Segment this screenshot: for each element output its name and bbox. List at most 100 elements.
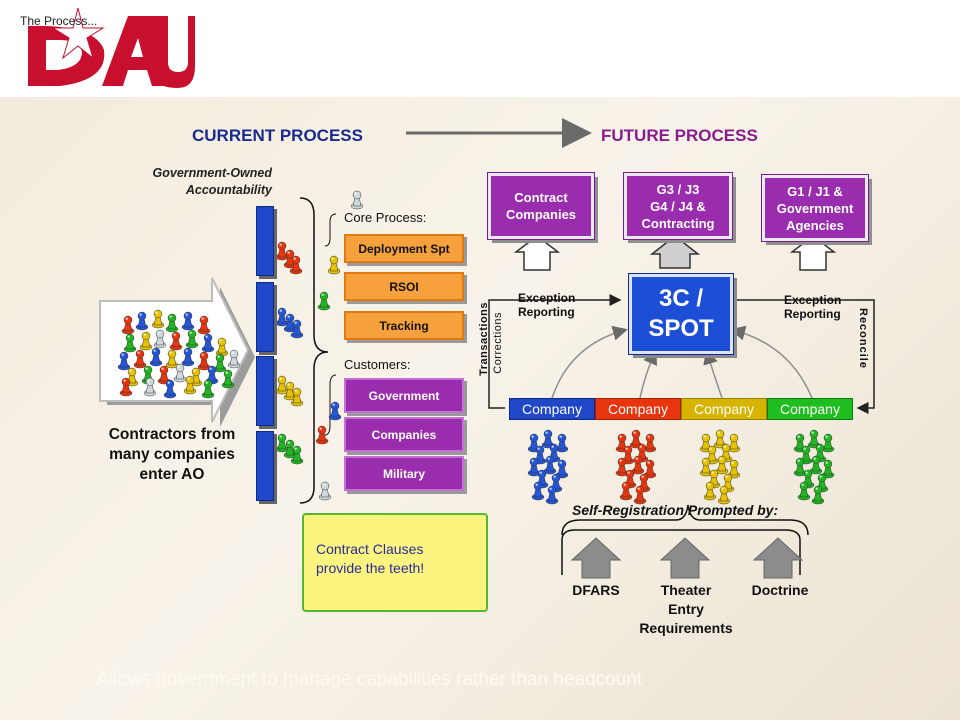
box2-line1: G3 / J3 xyxy=(656,181,700,197)
pawn xyxy=(555,433,569,453)
pawn xyxy=(139,331,153,351)
contractors-line2: many companies xyxy=(109,446,235,463)
driver-doctrine: Doctrine xyxy=(738,581,822,600)
contract-clauses-text: Contract Clauses provide the teeth! xyxy=(316,540,424,578)
box3-line3: Agencies xyxy=(786,217,844,233)
company-box-blue: Company xyxy=(509,398,595,420)
pawn xyxy=(165,313,179,333)
pawn xyxy=(631,455,645,475)
customer-item-companies: Companies xyxy=(344,417,464,452)
pawn xyxy=(715,455,729,475)
pawn xyxy=(169,331,183,351)
pawn xyxy=(619,481,633,501)
exception-left-line1: Exception xyxy=(518,291,576,305)
core-process-label: Core Process: xyxy=(344,210,427,225)
pawn xyxy=(821,433,835,453)
slide-label: The Process... xyxy=(20,14,98,28)
pawn xyxy=(221,369,235,389)
accountability-bar-1 xyxy=(256,206,274,276)
pawn xyxy=(727,433,741,453)
pawn xyxy=(117,351,131,371)
left-brace xyxy=(299,197,329,504)
pawn xyxy=(350,190,364,210)
company-box-green: Company xyxy=(767,398,853,420)
box3-line1: G1 / J1 & xyxy=(787,183,843,199)
contractors-line1: Contractors from xyxy=(108,426,236,443)
pawn xyxy=(643,433,657,453)
pawn xyxy=(283,439,297,459)
core-item-deployment: Deployment Spt xyxy=(344,234,464,263)
company-box-yellow: Company xyxy=(681,398,767,420)
pawn xyxy=(173,363,187,383)
driver-dfars-line1: DFARS xyxy=(572,582,620,598)
driver-doctrine-line1: Doctrine xyxy=(751,582,809,598)
exception-right-line2: Reporting xyxy=(784,307,841,321)
pawn xyxy=(543,455,557,475)
pawn xyxy=(290,445,304,465)
pawn xyxy=(119,377,133,397)
reconcile-loop xyxy=(733,299,875,414)
future-process-title: FUTURE PROCESS xyxy=(601,126,758,145)
pawn xyxy=(633,485,647,505)
pawn xyxy=(699,457,713,477)
pawn xyxy=(797,481,811,501)
gov-owned-line2: Accountability xyxy=(185,183,272,197)
core-item-rsoi: RSOI xyxy=(344,272,464,301)
pawn xyxy=(275,433,289,453)
exception-left-line2: Reporting xyxy=(518,305,575,319)
pawn xyxy=(727,459,741,479)
pawn xyxy=(197,315,211,335)
pawn xyxy=(201,379,215,399)
pawn xyxy=(121,315,135,335)
box2-line3: Contracting xyxy=(641,215,715,231)
pawn xyxy=(703,481,717,501)
driver-dfars: DFARS xyxy=(552,581,640,600)
up-arrow-left xyxy=(513,235,561,271)
pawn xyxy=(183,375,197,395)
pawn xyxy=(318,481,332,501)
pawn xyxy=(151,309,165,329)
pawn xyxy=(201,333,215,353)
customers-brace xyxy=(324,374,337,436)
pawn xyxy=(793,457,807,477)
customer-item-military: Military xyxy=(344,456,464,491)
game-pieces xyxy=(117,190,835,505)
pawn xyxy=(811,485,825,505)
pawn xyxy=(290,319,304,339)
exception-right-line1: Exception xyxy=(784,293,842,307)
customer-item-government: Government xyxy=(344,378,464,413)
pawn xyxy=(227,349,241,369)
pawn xyxy=(793,433,807,453)
pawn xyxy=(149,347,163,367)
footer-statement: Allows government to manage capabilities… xyxy=(96,669,643,690)
exception-reporting-right: Exception Reporting xyxy=(784,293,841,321)
driver-theater-line2: Entry xyxy=(668,601,704,617)
pawn xyxy=(181,347,195,367)
exception-reporting-left: Exception Reporting xyxy=(518,291,575,319)
pawn xyxy=(283,313,297,333)
pawn xyxy=(545,485,559,505)
pawn xyxy=(165,349,179,369)
pawn xyxy=(123,333,137,353)
pawn xyxy=(527,457,541,477)
contractors-line3: enter AO xyxy=(139,466,205,483)
box2-line2: G4 / J4 & xyxy=(650,198,706,214)
customers-label: Customers: xyxy=(344,357,411,372)
up-arrow-center xyxy=(649,235,701,269)
up-arrow-right xyxy=(789,235,837,271)
pawn xyxy=(289,255,303,275)
pawn xyxy=(328,401,342,421)
pawn xyxy=(531,481,545,501)
drivers-bracket xyxy=(561,529,801,575)
accountability-bar-4 xyxy=(256,431,274,501)
pawn xyxy=(275,375,289,395)
pawn xyxy=(275,241,289,261)
pawn xyxy=(181,311,195,331)
pawn xyxy=(317,291,331,311)
driver-theater-entry: Theater Entry Requirements xyxy=(628,581,744,638)
pawn xyxy=(315,425,329,445)
